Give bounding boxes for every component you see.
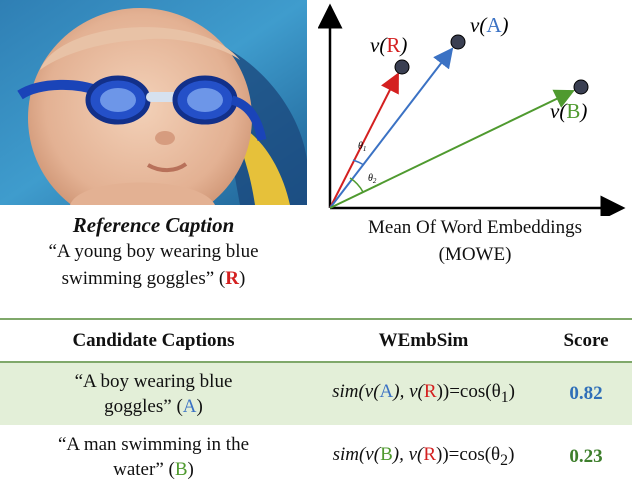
table-header-rule [0,361,632,363]
angle-theta1-arc [352,159,365,166]
angle-theta2-arc [349,177,364,193]
mowe-caption-line1: Mean Of Word Embeddings [368,217,582,238]
angle-theta2-label: θ2 [368,173,377,185]
candidate-table: Candidate Captions WEmbSim Score “A boy … [0,318,632,489]
point-b [573,79,589,95]
reference-caption-title: Reference Caption [72,213,235,237]
point-a [450,34,466,50]
score-a: 0.82 [569,383,603,404]
tag-b: B [174,459,188,480]
mowe-vector-diagram: θ1 θ2 v(R) v(A) v(B) [317,0,632,221]
vector-a-arrow [329,47,454,209]
reference-caption-line2: swimming goggles” (R) [61,268,246,289]
baby-goggles-photo [0,0,307,205]
score-b: 0.23 [569,446,603,467]
label-v-b: v(B) [550,99,587,123]
point-r [394,59,410,75]
header-score: Score [563,329,609,351]
reference-caption-block: Reference Caption “A young boy wearing b… [0,212,307,292]
tag-a: A [182,396,197,417]
candidate-caption-a: “A boy wearing blue goggles” (A) [74,371,233,417]
table-row: “A man swimming in the water” (B) sim(v(… [0,425,632,489]
header-candidate-captions: Candidate Captions [72,329,235,351]
angle-theta1-label: θ1 [358,141,366,153]
wembsim-a: sim(v(A), v(R))=cos(θ1) [332,381,515,406]
label-v-a: v(A) [470,13,509,37]
header-wembsim: WEmbSim [378,329,469,351]
table-top-rule [0,318,632,320]
reference-caption-line1: “A young boy wearing blue [48,241,259,262]
candidate-caption-b: “A man swimming in the water” (B) [57,434,250,480]
table-row: “A boy wearing blue goggles” (A) sim(v(A… [0,363,632,425]
wembsim-b: sim(v(B), v(R))=cos(θ2) [332,444,515,469]
reference-tag: R [225,268,239,289]
vector-r-arrow [329,72,399,209]
mowe-caption: Mean Of Word Embeddings (MOWE) [318,214,632,268]
mowe-caption-line2: (MOWE) [438,244,512,265]
label-v-r: v(R) [370,33,407,57]
vector-b-arrow [329,89,575,209]
